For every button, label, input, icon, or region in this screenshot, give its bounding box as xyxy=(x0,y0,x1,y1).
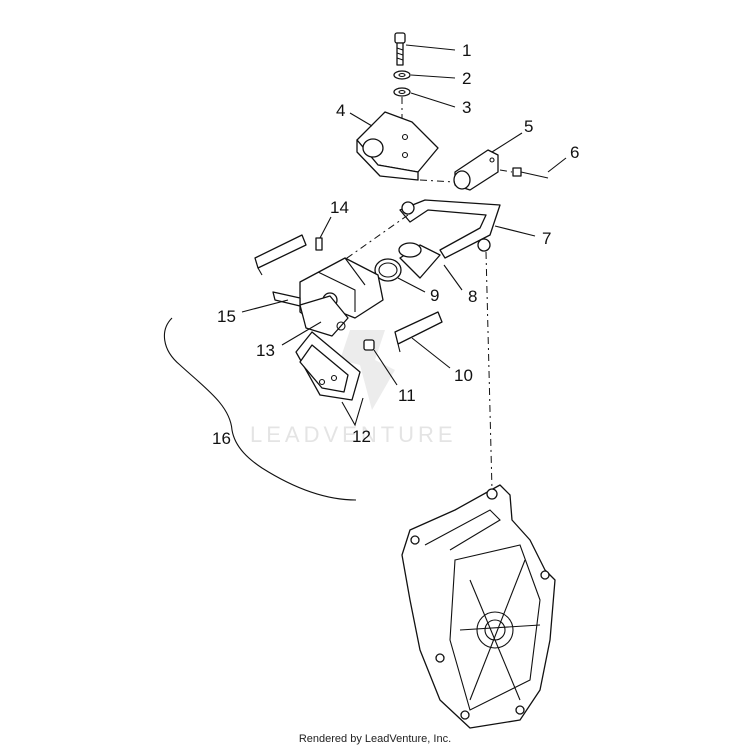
callout-5: 5 xyxy=(524,117,533,136)
callout-15: 15 xyxy=(217,307,236,326)
caliper-pin-part xyxy=(272,291,301,307)
callout-2: 2 xyxy=(462,69,471,88)
brake-pads-part xyxy=(295,331,361,401)
callout-13: 13 xyxy=(256,341,275,360)
callouts: 1 2 3 4 5 6 7 8 9 10 11 12 13 14 15 16 xyxy=(212,41,579,448)
callout-11: 11 xyxy=(398,386,416,405)
watermark: LEADVENTURE xyxy=(250,330,457,447)
callout-9: 9 xyxy=(430,286,439,305)
callout-8: 8 xyxy=(468,287,477,306)
bleeder-screw-part xyxy=(315,237,323,251)
cotter-pin-part xyxy=(512,167,549,179)
mounting-bracket-part xyxy=(356,111,439,181)
callout-7: 7 xyxy=(542,229,551,248)
callout-16: 16 xyxy=(212,429,231,448)
callout-14: 14 xyxy=(330,198,349,217)
yoke-frame-part xyxy=(399,199,501,259)
footer-credit: Rendered by LeadVenture, Inc. xyxy=(298,733,452,745)
leader-lines xyxy=(241,44,567,427)
bolt-part xyxy=(394,32,406,66)
fitting-part xyxy=(363,339,375,351)
callout-1: 1 xyxy=(462,41,471,60)
callout-12: 12 xyxy=(352,427,371,446)
callout-4: 4 xyxy=(336,101,345,120)
chaincase-housing-part xyxy=(401,484,556,729)
callout-10: 10 xyxy=(454,366,473,385)
brake-pad-upper-part xyxy=(254,234,307,276)
caliper-housing-part xyxy=(299,295,349,337)
callout-3: 3 xyxy=(462,98,471,117)
piston-seal-part xyxy=(374,258,402,282)
assembly-group-bracket xyxy=(163,317,357,501)
watermark-text: LEADVENTURE xyxy=(250,422,457,447)
brake-pad-shim-part xyxy=(394,311,443,353)
pin-block-part xyxy=(453,149,499,191)
washer-part xyxy=(393,87,411,97)
piston-part xyxy=(398,242,441,279)
callout-6: 6 xyxy=(570,143,579,162)
nut-part xyxy=(393,70,411,80)
watermark-logo xyxy=(340,330,395,410)
